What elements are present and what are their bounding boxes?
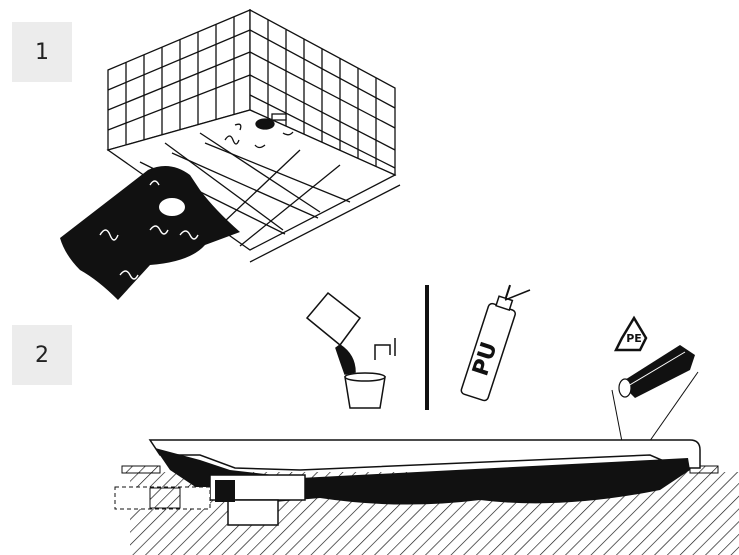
step-number: 1 bbox=[35, 39, 49, 65]
step-1-badge: 1 bbox=[12, 22, 72, 82]
tiled-shower-corner bbox=[106, 8, 401, 263]
sealing-membrane-sheet bbox=[60, 166, 240, 300]
floor-drain-icon bbox=[255, 113, 287, 130]
wall-tile-grid bbox=[107, 17, 396, 169]
step-2-badge: 2 bbox=[12, 325, 72, 385]
pu-foam-can: PU bbox=[460, 284, 531, 402]
pe-foil-roll bbox=[611, 345, 699, 456]
pe-label: PE bbox=[626, 332, 642, 345]
step-number: 2 bbox=[35, 342, 49, 368]
floor-tile-grid bbox=[139, 132, 351, 247]
pe-recycling-icon: PE bbox=[613, 315, 648, 352]
shower-tray-cross-section bbox=[114, 439, 739, 555]
pouring-mortar-cup bbox=[305, 291, 396, 409]
